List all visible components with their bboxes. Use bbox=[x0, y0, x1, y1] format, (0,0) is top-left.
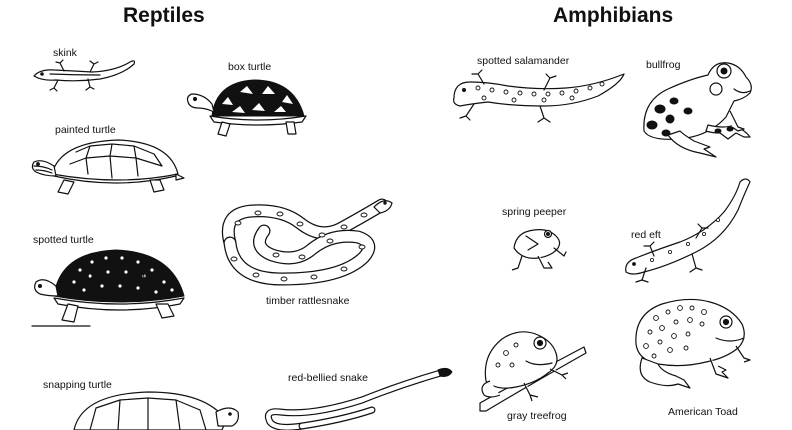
skink-icon bbox=[33, 59, 136, 92]
bullfrog-label: bullfrog bbox=[646, 59, 681, 71]
painted-turtle-icon bbox=[31, 139, 185, 195]
american-toad-label: American Toad bbox=[668, 406, 738, 418]
box-turtle-icon bbox=[186, 79, 307, 137]
red-bellied-snake-label: red-bellied snake bbox=[288, 372, 368, 384]
spotted-salamander-icon bbox=[453, 69, 625, 123]
red-eft-icon bbox=[625, 178, 751, 283]
red-bellied-snake-icon bbox=[264, 367, 453, 430]
spring-peeper-icon bbox=[511, 229, 567, 271]
spotted-salamander-label: spotted salamander bbox=[477, 55, 570, 67]
snapping-turtle-label: snapping turtle bbox=[43, 379, 112, 391]
bullfrog-icon bbox=[643, 62, 752, 158]
timber-rattlesnake-label: timber rattlesnake bbox=[266, 295, 350, 307]
box-turtle-label: box turtle bbox=[228, 61, 272, 73]
red-eft-label: red eft bbox=[631, 229, 661, 241]
spotted-turtle-label: spotted turtle bbox=[33, 234, 94, 246]
reptiles-heading: Reptiles bbox=[123, 4, 205, 27]
spring-peeper-label: spring peeper bbox=[502, 206, 567, 218]
amphibians-heading: Amphibians bbox=[553, 4, 674, 27]
timber-rattlesnake-icon bbox=[221, 198, 393, 286]
american-toad-icon bbox=[635, 298, 751, 389]
snapping-turtle-icon bbox=[73, 391, 239, 430]
gray-treefrog-label: gray treefrog bbox=[507, 410, 567, 422]
spotted-turtle-icon bbox=[31, 249, 185, 327]
skink-label: skink bbox=[53, 47, 77, 59]
gray-treefrog-icon bbox=[479, 331, 587, 412]
painted-turtle-label: painted turtle bbox=[55, 124, 116, 136]
